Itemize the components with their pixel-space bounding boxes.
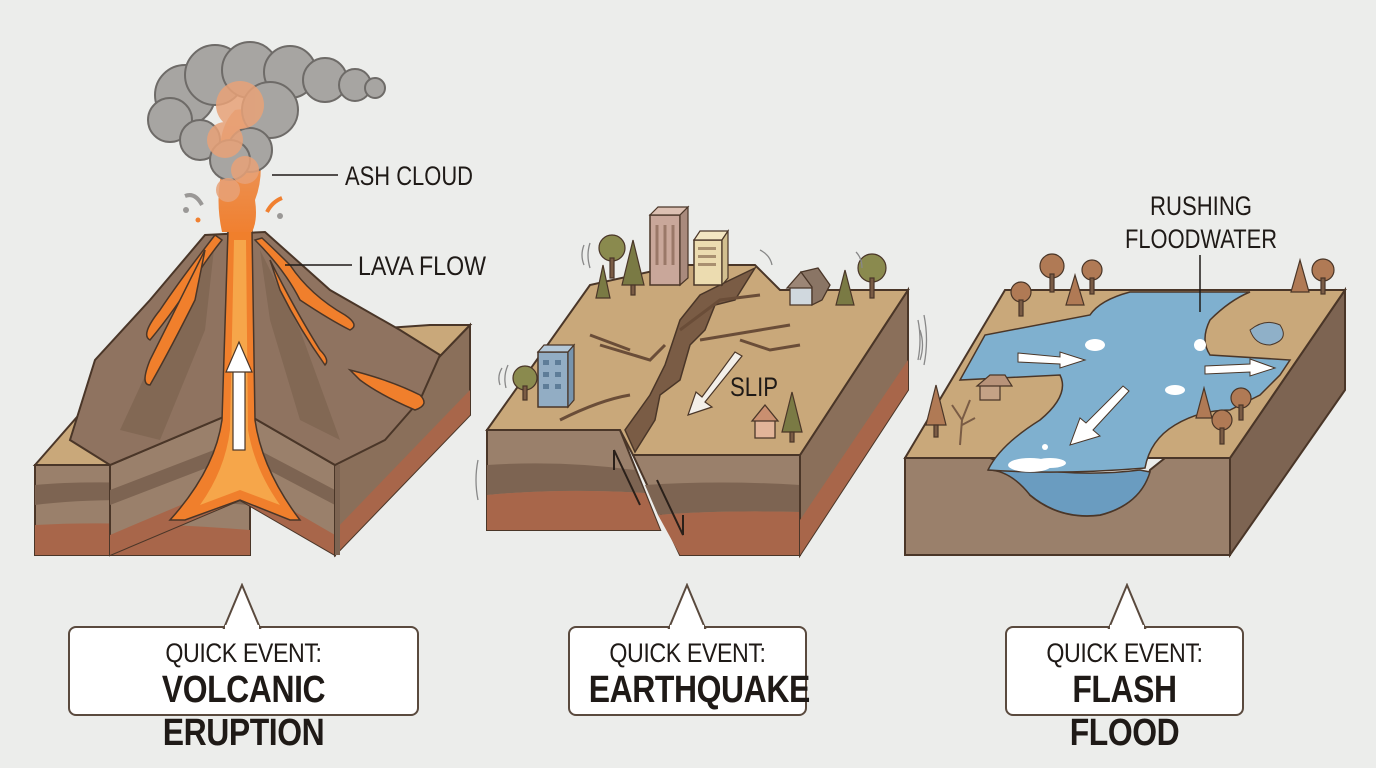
- callout-volcanic-eruption-line1: QUICK EVENT:: [165, 638, 322, 668]
- house: [785, 267, 831, 307]
- pond: [1249, 321, 1284, 346]
- lava-flows: [144, 233, 425, 411]
- callout-flash-flood-pointer: [1107, 583, 1147, 629]
- foam: [1008, 339, 1206, 472]
- floodwater-label: FLOODWATER: [1125, 224, 1277, 254]
- ash-cloud: [147, 41, 386, 181]
- volcano-diagram: ASH CLOUD LAVA FLOW: [32, 41, 486, 558]
- slip-arrow-icon: [687, 351, 743, 416]
- volcano-right-stratum: [335, 390, 470, 555]
- callout-earthquake-line1: QUICK EVENT:: [609, 638, 766, 668]
- ash-cloud-label: ASH CLOUD: [345, 161, 473, 191]
- cabin: [975, 374, 1014, 401]
- callout-earthquake-line2: EARTHQUAKE: [588, 669, 810, 711]
- floodwater: [958, 291, 1292, 473]
- callout-volcanic-eruption-pointer: [222, 583, 262, 629]
- flood-diagram: RUSHING FLOODWATER: [903, 191, 1347, 559]
- callout-volcanic-eruption: QUICK EVENT: VOLCANIC ERUPTION: [68, 626, 419, 754]
- slip-label: SLIP: [730, 372, 778, 402]
- flow-arrows-icon: [1017, 351, 1277, 446]
- callout-flash-flood: QUICK EVENT: FLASH FLOOD: [1005, 626, 1244, 754]
- ejecta: [183, 193, 283, 223]
- callout-flash-flood-line2: FLASH FLOOD: [1069, 669, 1180, 754]
- callout-earthquake-pointer: [667, 583, 707, 629]
- trees: [512, 234, 887, 443]
- callout-volcanic-eruption-line2: VOLCANIC ERUPTION: [161, 669, 326, 754]
- tall-building: [648, 205, 690, 287]
- blue-building: [536, 343, 576, 409]
- fault-crack: [624, 266, 758, 454]
- callout-flash-flood-line1: QUICK EVENT:: [1046, 638, 1203, 668]
- lava-flow-label: LAVA FLOW: [358, 251, 486, 281]
- small-house: [750, 403, 780, 439]
- flood-trees: [925, 253, 1335, 446]
- magma-rise-arrow-icon: [225, 340, 253, 451]
- ground-cracks: [559, 293, 801, 422]
- office-building: [692, 229, 730, 287]
- shake-marks: [475, 242, 928, 501]
- rushing-label: RUSHING: [1150, 191, 1252, 221]
- callout-earthquake: QUICK EVENT: EARTHQUAKE: [568, 626, 810, 716]
- earthquake-diagram: SLIP: [475, 205, 928, 559]
